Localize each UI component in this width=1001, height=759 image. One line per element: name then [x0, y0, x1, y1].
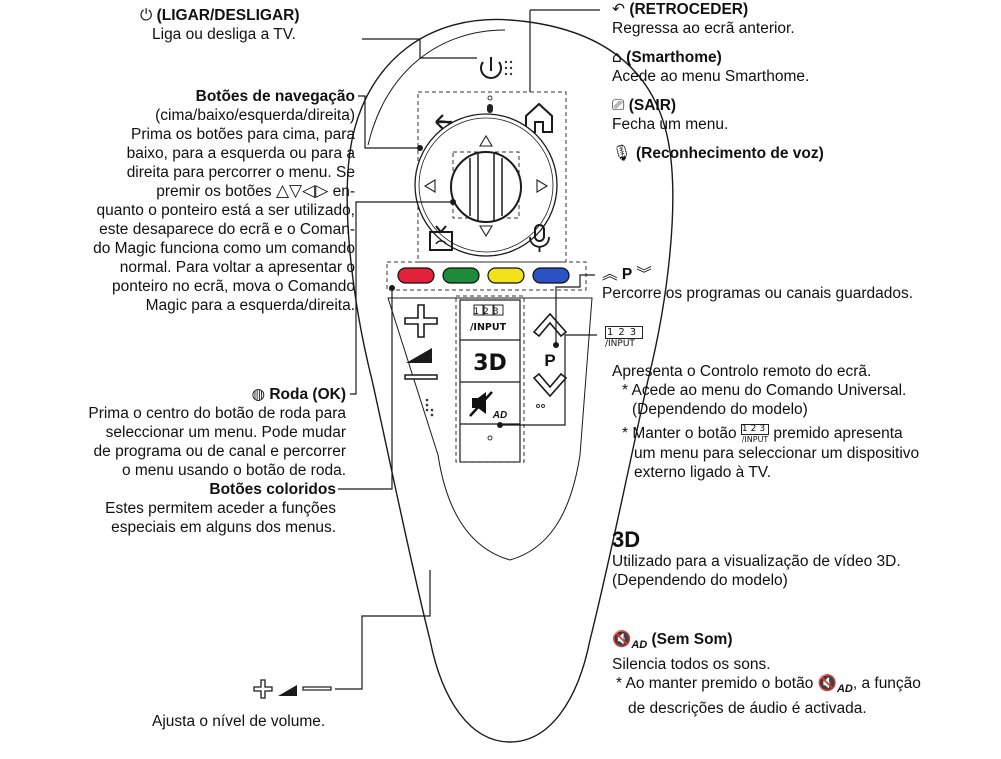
prog-label: P	[621, 266, 632, 283]
remote-prog-up-icon	[532, 312, 568, 338]
nav-desc-10: Magic para a esquerda/direita.	[145, 297, 355, 314]
remote-mic-icon	[529, 224, 550, 252]
three-d-icon: 3D	[612, 527, 641, 552]
wheel-icon: ◍	[251, 385, 266, 403]
nav-title: Botões de navegação	[195, 88, 355, 105]
input-note-2: * Manter o botão 123 /INPUT premido apre…	[622, 424, 920, 481]
mic-icon: 🎙	[612, 144, 632, 162]
nav-desc-8: normal. Para voltar a apresentar o	[119, 259, 355, 276]
back-icon: ↶	[612, 0, 625, 18]
back-title: (RETROCEDER)	[629, 1, 749, 18]
back-caption: ↶ (RETROCEDER) Regressa ao ecrã anterior…	[612, 0, 997, 38]
color-button-yellow	[487, 267, 525, 284]
volume-desc: Ajusta o nível de volume.	[152, 713, 326, 730]
exit-icon: ⎚	[612, 96, 625, 114]
nav-sub: (cima/baixo/esquerda/direita)	[155, 107, 355, 124]
remote-back-icon	[435, 114, 458, 142]
power-caption: ⏻ (LIGAR/DESLIGAR) Liga ou desliga a TV.	[140, 6, 370, 44]
power-title: (LIGAR/DESLIGAR)	[156, 7, 300, 24]
remote-3d-label: 3D	[473, 351, 507, 376]
color-buttons-caption: Botões coloridos Estes permitem aceder a…	[18, 480, 336, 537]
three-d-desc-1: Utilizado para a visualização de vídeo 3…	[612, 553, 901, 570]
navigation-caption: Botões de navegação (cima/baixo/esquerda…	[18, 87, 355, 315]
nav-desc-9: ponteiro no ecrã, mova o Comando	[112, 278, 355, 295]
home-title: (Smarthome)	[626, 49, 722, 66]
voice-caption: 🎙 (Reconhecimento de voz)	[612, 144, 997, 163]
wheel-desc-3: de programa ou de canal e percorrer	[93, 443, 346, 460]
wheel-title: Roda (OK)	[269, 386, 346, 403]
prog-down-icon: ︾	[636, 265, 652, 283]
nav-desc-5: quanto o ponteiro está a ser utilizado,	[96, 202, 355, 219]
nav-desc-1: Prima os botões para cima, para	[131, 126, 355, 143]
input-caption: 123 /INPUT	[603, 326, 998, 349]
volume-icons	[250, 678, 340, 700]
colors-desc-1: Estes permitem aceder a funções	[105, 500, 336, 517]
remote-exit-icon	[429, 225, 453, 251]
color-buttons	[397, 267, 570, 284]
home-caption: ⌂ (Smarthome) Acede ao menu Smarthome.	[612, 48, 997, 86]
svg-text:AD: AD	[492, 410, 507, 421]
home-icon: ⌂	[612, 48, 622, 66]
nav-desc-2: baixo, para a esquerda ou para a	[126, 145, 355, 162]
nav-desc-3: direita para percorrer o menu. Se	[126, 164, 355, 181]
wheel-desc-2: seleccionar um menu. Pode mudar	[105, 424, 346, 441]
colors-desc-2: especiais em alguns dos menus.	[111, 519, 336, 536]
wheel-caption: ◍ Roda (OK) Prima o centro do botão de r…	[18, 385, 346, 480]
remote-right-arrow-icon	[536, 179, 549, 193]
mute-inline-icon: 🔇	[817, 674, 837, 693]
back-desc: Regressa ao ecrã anterior.	[612, 20, 795, 37]
input-small-icon: 123 /INPUT	[740, 424, 770, 444]
color-button-red	[397, 267, 435, 284]
remote-input-digits: 123	[473, 307, 502, 317]
mute-icon: 🔇	[612, 630, 632, 648]
remote-down-arrow-icon	[479, 225, 493, 238]
home-desc: Acede ao menu Smarthome.	[612, 68, 810, 85]
nav-desc-6: este desaparece do ecrã e o Coman-	[99, 221, 355, 238]
prog-up-icon: ︽	[602, 265, 618, 283]
nav-desc-7: do Magic funciona como um comando	[93, 240, 355, 257]
wheel-desc-1: Prima o centro do botão de roda para	[88, 405, 346, 422]
remote-mute-icon: AD	[469, 391, 507, 421]
remote-left-arrow-icon	[423, 179, 436, 193]
power-desc: Liga ou desliga a TV.	[152, 26, 296, 43]
remote-prog-label: P	[544, 351, 555, 370]
exit-title: (SAIR)	[628, 97, 677, 114]
remote-volume-triangle-icon	[406, 348, 432, 363]
remote-volume-plus-icon	[404, 304, 438, 338]
remote-home-icon	[525, 102, 553, 133]
mute-title: (Sem Som)	[651, 631, 733, 648]
remote-wheel	[450, 151, 522, 223]
voice-title: (Reconhecimento de voz)	[636, 145, 824, 162]
color-button-blue	[532, 267, 570, 284]
color-button-green	[442, 267, 480, 284]
remote-power-icon	[480, 57, 513, 79]
remote-input-label: /INPUT	[470, 322, 507, 333]
input-desc: Apresenta o Controlo remoto do ecrã.	[612, 363, 872, 380]
wheel-desc-4: o menu usando o botão de roda.	[121, 462, 346, 479]
remote-volume-minus-icon	[404, 374, 438, 380]
input-icon: 123 /INPUT	[605, 326, 644, 349]
prog-desc: Percorre os programas ou canais guardado…	[602, 285, 914, 302]
exit-caption: ⎚ (SAIR) Fecha um menu.	[612, 96, 997, 134]
mute-desc: Silencia todos os sons.	[612, 656, 771, 674]
input-note-1b: (Dependendo do modelo)	[632, 401, 808, 418]
mute-caption: 🔇AD (Sem Som) Silencia todos os sons. * …	[612, 630, 997, 718]
power-icon: ⏻	[140, 6, 153, 24]
three-d-caption: 3D Utilizado para a visualização de víde…	[612, 528, 997, 590]
input-note-1a: * Acede ao menu do Comando Universal.	[622, 382, 907, 399]
three-d-desc-2: (Dependendo do modelo)	[612, 572, 788, 589]
remote-prog-down-icon	[532, 372, 568, 398]
programme-caption: ︽ P ︾ Percorre os programas ou canais gu…	[602, 265, 997, 303]
exit-desc: Fecha um menu.	[612, 116, 729, 133]
remote-up-arrow-icon	[479, 134, 493, 147]
nav-arrows-icon: △▽◁▷	[275, 181, 329, 201]
input-desc-block: Apresenta o Controlo remoto do ecrã. * A…	[612, 362, 997, 419]
nav-desc-4: premir os botões △▽◁▷ en-	[156, 181, 355, 201]
colors-title: Botões coloridos	[209, 481, 336, 498]
